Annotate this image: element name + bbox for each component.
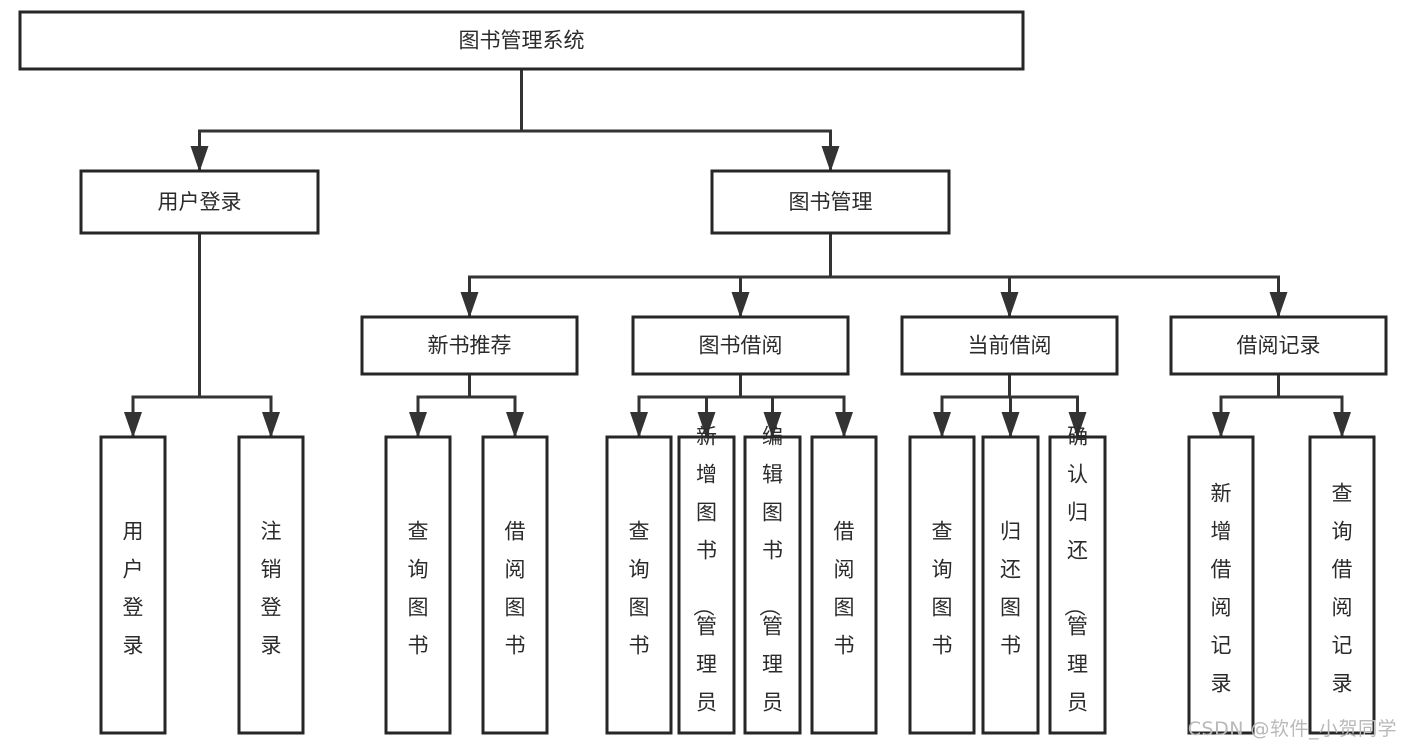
node-label: 查询借阅记录 [1332,482,1353,696]
arrow-head-icon [190,146,209,172]
arrow-head-icon [506,412,524,438]
arrow-head-icon [821,146,840,172]
arrow-head-icon [409,412,427,438]
arrow-head-icon [763,412,782,438]
arrow-head-icon [1000,292,1019,318]
node-box [710,169,951,235]
node-l3_3[interactable]: 借阅图书 [481,435,549,735]
node-l3_10[interactable]: 确认归还（管理员） [1048,425,1107,747]
connector-layer [124,67,1351,438]
node-l3_4[interactable]: 查询图书 [605,435,673,735]
node-box [18,10,1025,71]
connector-group-l2_3 [1212,372,1351,438]
node-box [79,169,320,235]
arrow-head-icon [1001,412,1020,438]
node-root[interactable]: 图书管理系统 [18,10,1025,71]
arrow-head-icon [1212,412,1230,438]
arrow-head-icon [731,292,750,318]
node-box [900,315,1119,376]
node-label: 查询图书 [629,520,650,658]
connector-group-l2_2 [933,372,1087,438]
arrow-head-icon [460,292,479,318]
node-label: 借阅记录 [1237,334,1321,358]
node-label: 注销登录 [261,520,282,658]
node-box [384,435,452,735]
node-l3_8[interactable]: 查询图书 [908,435,976,735]
node-l2_2[interactable]: 当前借阅 [900,315,1119,376]
node-label: 图书借阅 [699,334,783,358]
node-box [605,435,673,735]
connector-group-root [190,67,840,172]
node-box [981,435,1040,735]
arrow-head-icon [1333,412,1351,438]
node-l3_0[interactable]: 用户登录 [99,435,167,735]
node-box [908,435,976,735]
node-label: 确认归还（管理员） [1062,425,1088,747]
node-box [1308,435,1376,735]
node-label: 借阅图书 [505,520,526,658]
node-label: 新书推荐 [428,334,512,358]
node-box [1048,435,1107,735]
node-box [360,315,579,376]
node-box [743,435,802,735]
arrow-head-icon [697,412,716,438]
node-l2_0[interactable]: 新书推荐 [360,315,579,376]
arrow-head-icon [1269,292,1288,318]
node-label: 新增图书（管理员） [691,425,717,747]
node-l1_1[interactable]: 图书管理 [710,169,951,235]
node-l1_0[interactable]: 用户登录 [79,169,320,235]
node-label: 图书管理 [789,190,873,214]
connector-group-l2_1 [630,372,853,438]
node-box [1187,435,1255,735]
node-label: 图书管理系统 [459,29,585,53]
node-label: 编辑图书（管理员） [757,425,783,747]
node-box [677,435,736,735]
node-l2_3[interactable]: 借阅记录 [1169,315,1388,376]
node-label: 借阅图书 [834,520,855,658]
arrow-head-icon [124,412,142,438]
arrow-head-icon [630,412,648,438]
node-l2_1[interactable]: 图书借阅 [631,315,850,376]
node-label: 用户登录 [158,190,242,214]
node-box [631,315,850,376]
arrow-head-icon [933,412,951,438]
node-box [237,435,305,735]
node-l3_9[interactable]: 归还图书 [981,435,1040,735]
connector-group-l1_1 [460,231,1288,318]
node-layer: 图书管理系统用户登录图书管理新书推荐图书借阅当前借阅借阅记录用户登录注销登录查询… [18,10,1388,747]
node-box [481,435,549,735]
node-l3_7[interactable]: 借阅图书 [810,435,878,735]
node-l3_5[interactable]: 新增图书（管理员） [677,425,736,747]
node-l3_12[interactable]: 查询借阅记录 [1308,435,1376,735]
node-label: 归还图书 [1000,520,1021,658]
csdn-watermark: CSDN @软件_小贺同学 [1187,718,1397,740]
arrow-head-icon [835,412,853,438]
arrow-head-icon [1068,412,1087,438]
node-label: 用户登录 [123,520,144,658]
node-l3_2[interactable]: 查询图书 [384,435,452,735]
node-label: 查询图书 [932,520,953,658]
node-label: 查询图书 [408,520,429,658]
node-label: 当前借阅 [968,334,1052,358]
node-box [99,435,167,735]
node-l3_11[interactable]: 新增借阅记录 [1187,435,1255,735]
node-l3_1[interactable]: 注销登录 [237,435,305,735]
node-label: 新增借阅记录 [1211,482,1232,696]
connector-group-l2_0 [409,372,524,438]
arrow-head-icon [262,412,280,438]
connector-group-l1_0 [124,231,280,438]
node-box [810,435,878,735]
node-box [1169,315,1388,376]
node-l3_6[interactable]: 编辑图书（管理员） [743,425,802,747]
